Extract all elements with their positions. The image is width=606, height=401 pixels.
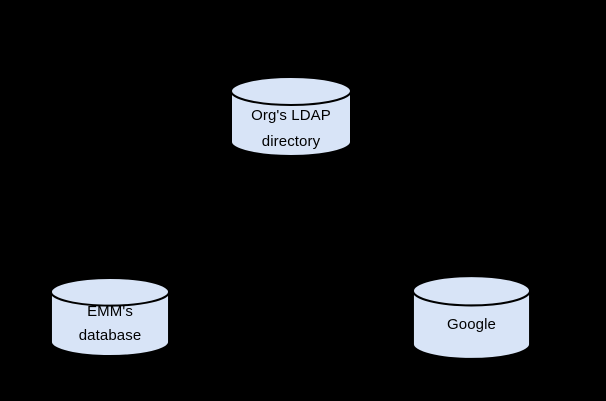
node-emm-database: EMM's database xyxy=(50,277,170,357)
cylinder-top-shape xyxy=(230,76,352,106)
emm-database-label: EMM's database xyxy=(50,300,170,348)
cylinder-body-shape xyxy=(50,291,170,357)
cylinder-top-shape xyxy=(50,277,170,307)
database-cylinder-icon xyxy=(412,275,531,360)
database-cylinder-icon xyxy=(230,76,352,157)
google-label: Google xyxy=(412,312,531,338)
ldap-label-line2: directory xyxy=(261,133,321,150)
google-label-line1: Google xyxy=(447,316,496,333)
emm-label-line1: EMM's xyxy=(87,303,133,320)
ldap-directory-label: Org's LDAP directory xyxy=(230,103,352,155)
database-cylinder-icon xyxy=(50,277,170,357)
cylinder-top-shape xyxy=(412,275,531,307)
cylinder-body-shape xyxy=(412,290,531,360)
node-ldap-directory: Org's LDAP directory xyxy=(230,76,352,157)
cylinder-body-shape xyxy=(230,91,352,157)
ldap-label-line1: Org's LDAP xyxy=(251,107,331,124)
node-google: Google xyxy=(412,275,531,360)
emm-label-line2: database xyxy=(78,327,142,344)
